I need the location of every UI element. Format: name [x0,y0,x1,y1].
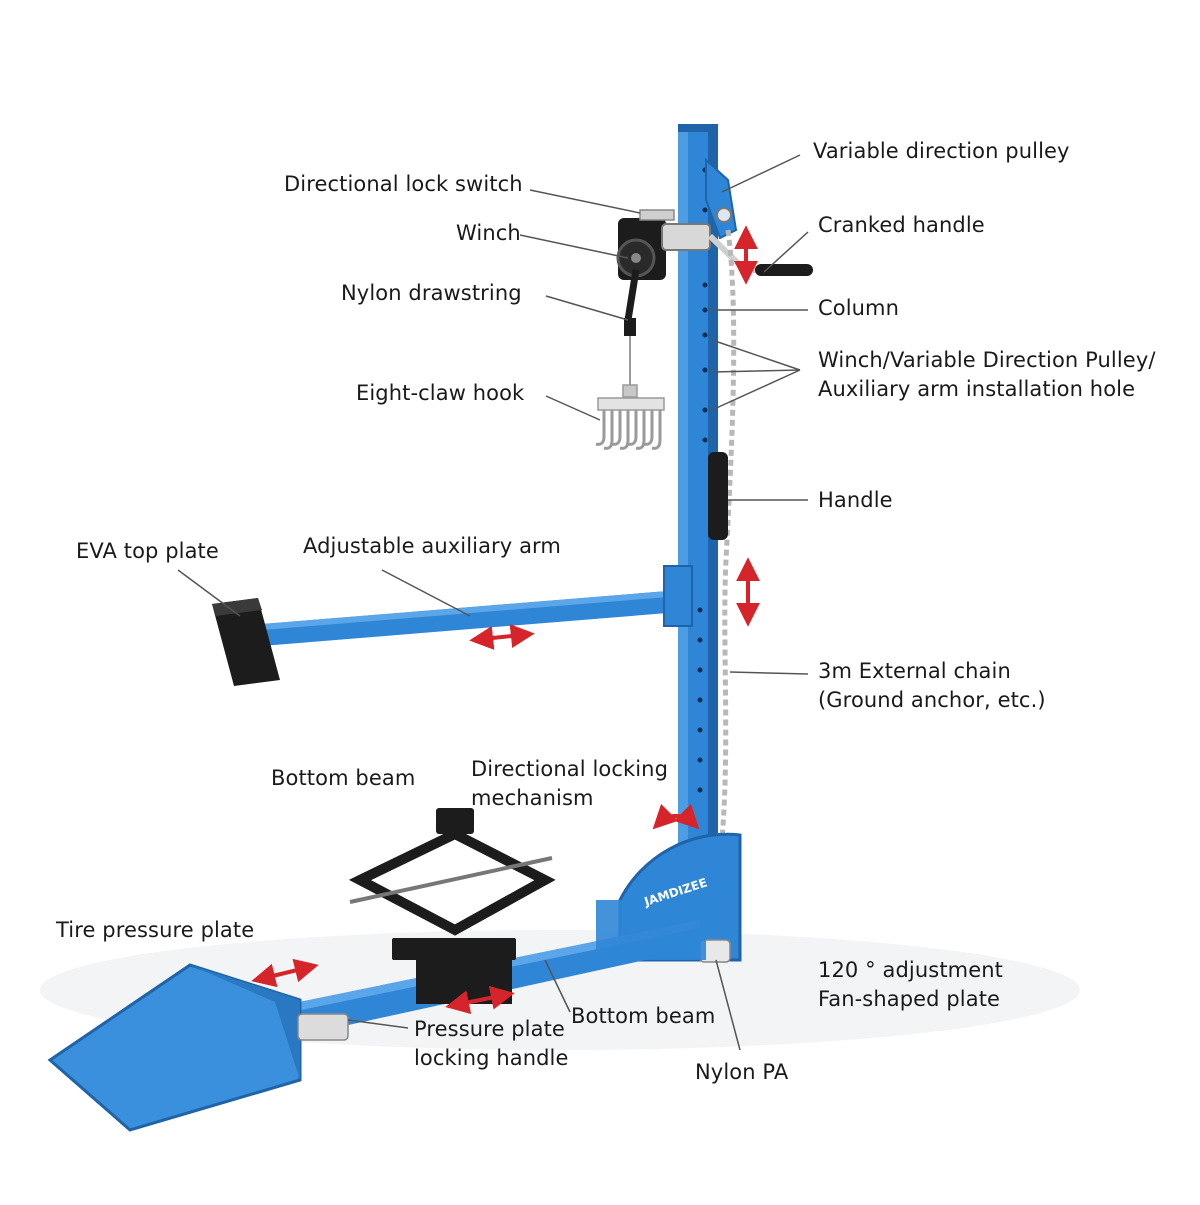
label-handle: Handle [818,488,893,512]
label-winch: Winch [456,221,521,245]
label-directional-locking-mechanism: Directional locking mechanism [471,755,668,813]
label-directional-locking-line1: Directional locking [471,757,669,781]
label-fan-shaped-plate: 120 ° adjustment Fan-shaped plate [818,956,1003,1014]
label-fan-shaped-plate-line2: Fan-shaped plate [818,987,1001,1011]
installation-holes [697,167,708,793]
leader-lines [177,154,809,1051]
label-fan-shaped-plate-line1: 120 ° adjustment [818,958,1003,982]
label-nylon-pa: Nylon PA [695,1060,789,1084]
label-external-chain-line1: 3m External chain [818,659,1011,683]
label-installation-hole-line1: Winch/Variable Direction Pulley/ [818,348,1156,372]
label-directional-lock-switch: Directional lock switch [284,172,523,196]
label-adjustable-auxiliary-arm: Adjustable auxiliary arm [303,534,561,558]
column-handle [708,452,728,540]
label-bottom-beam-upper: Bottom beam [271,766,416,790]
label-eva-top-plate: EVA top plate [76,539,219,563]
direction-arrows [251,225,760,1015]
label-installation-hole-line2: Auxiliary arm installation hole [818,377,1136,401]
auxiliary-arm [262,565,693,646]
winch [616,209,813,336]
eight-claw-hook [595,336,665,450]
external-chain [709,229,737,887]
label-nylon-drawstring: Nylon drawstring [341,281,522,305]
label-variable-direction-pulley: Variable direction pulley [813,139,1070,163]
label-pressure-plate-locking-handle: Pressure plate locking handle [414,1015,569,1073]
label-eight-claw-hook: Eight-claw hook [356,381,525,405]
label-directional-locking-line2: mechanism [471,786,594,810]
label-pressure-plate-line1: Pressure plate [414,1017,565,1041]
eva-top-plate [212,598,280,686]
label-bottom-beam-lower: Bottom beam [571,1004,716,1028]
label-external-chain: 3m External chain (Ground anchor, etc.) [818,657,1046,715]
label-external-chain-line2: (Ground anchor, etc.) [818,688,1046,712]
label-tire-pressure-plate: Tire pressure plate [56,918,255,942]
label-cranked-handle: Cranked handle [818,213,985,237]
tire-pressure-plate [47,963,349,1132]
label-installation-hole: Winch/Variable Direction Pulley/ Auxilia… [818,346,1156,404]
label-column: Column [818,296,900,320]
label-pressure-plate-line2: locking handle [414,1046,569,1070]
